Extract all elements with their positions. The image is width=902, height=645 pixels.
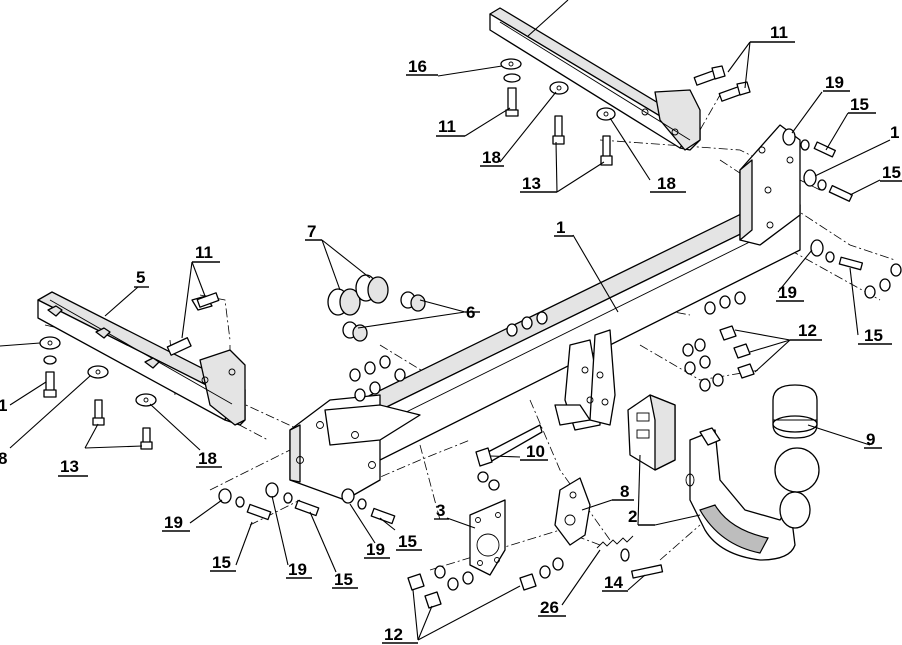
label-bolt-15-b: 15 [882,163,901,182]
spring [596,535,634,562]
ball-cover [772,384,818,439]
fasteners [39,58,902,609]
label-washer-18-c: 18 [198,449,217,468]
label-washer-19-c: 19 [164,513,183,532]
label-spring-26: 26 [540,598,559,617]
label-bolt-15-d: 15 [212,553,231,572]
top-right-bracket [489,7,701,151]
label-left-bracket: 5 [136,268,145,287]
lock-housing [627,394,676,471]
socket-plate [469,499,506,576]
label-washer-16: 16 [408,57,427,76]
left-bracket [37,291,246,426]
left-flange [289,394,421,501]
label-side-plate: 8 [620,482,629,501]
label-spacers: 6 [466,303,475,322]
label-ballneck: 2 [628,507,637,526]
label-washer-19-e: 19 [366,540,385,559]
label-washer-18-b: 18 [657,174,676,193]
center-plates [554,329,616,431]
label-washer-18-d: 8 [0,449,7,468]
label-bolt-15-a: 15 [850,95,869,114]
label-bolt-15-c: 15 [864,326,883,345]
label-pin-14: 14 [604,573,623,592]
label-washer-18-a: 18 [482,148,501,167]
callout-labels: 1 2 3 5 6 7 8 9 10 11 11 11 1 1 12 12 13… [0,23,902,644]
label-top-bolt-left: 11 [438,117,456,136]
label-bolt-11-left-bracket: 11 [195,243,213,262]
label-top-bolts-right: 11 [770,23,788,42]
label-bolts-13-top: 13 [522,174,541,193]
label-bolt-15-e: 15 [334,570,353,589]
ballneck [685,427,820,561]
label-rubber-buffers: 7 [307,222,316,241]
side-plate [554,477,591,546]
label-washer-19-a: 19 [825,73,844,92]
label-long-bolt: 10 [526,442,545,461]
buffers-and-spacers [327,274,426,342]
label-crossbar: 1 [556,218,565,237]
label-socket-plate: 3 [436,501,445,520]
label-bolts-13-left: 13 [60,457,79,476]
right-flange [739,124,801,246]
label-bolt-15-f: 15 [398,532,417,551]
label-washer-19-d: 19 [288,560,307,579]
label-washer-19-b: 19 [778,283,797,302]
label-ball-cover: 9 [866,430,875,449]
label-edge-11-left: 1 [0,396,7,415]
label-bolts-bottom: 12 [384,625,403,644]
label-edge-1-right: 1 [890,123,899,142]
label-bolts-right: 12 [798,321,817,340]
